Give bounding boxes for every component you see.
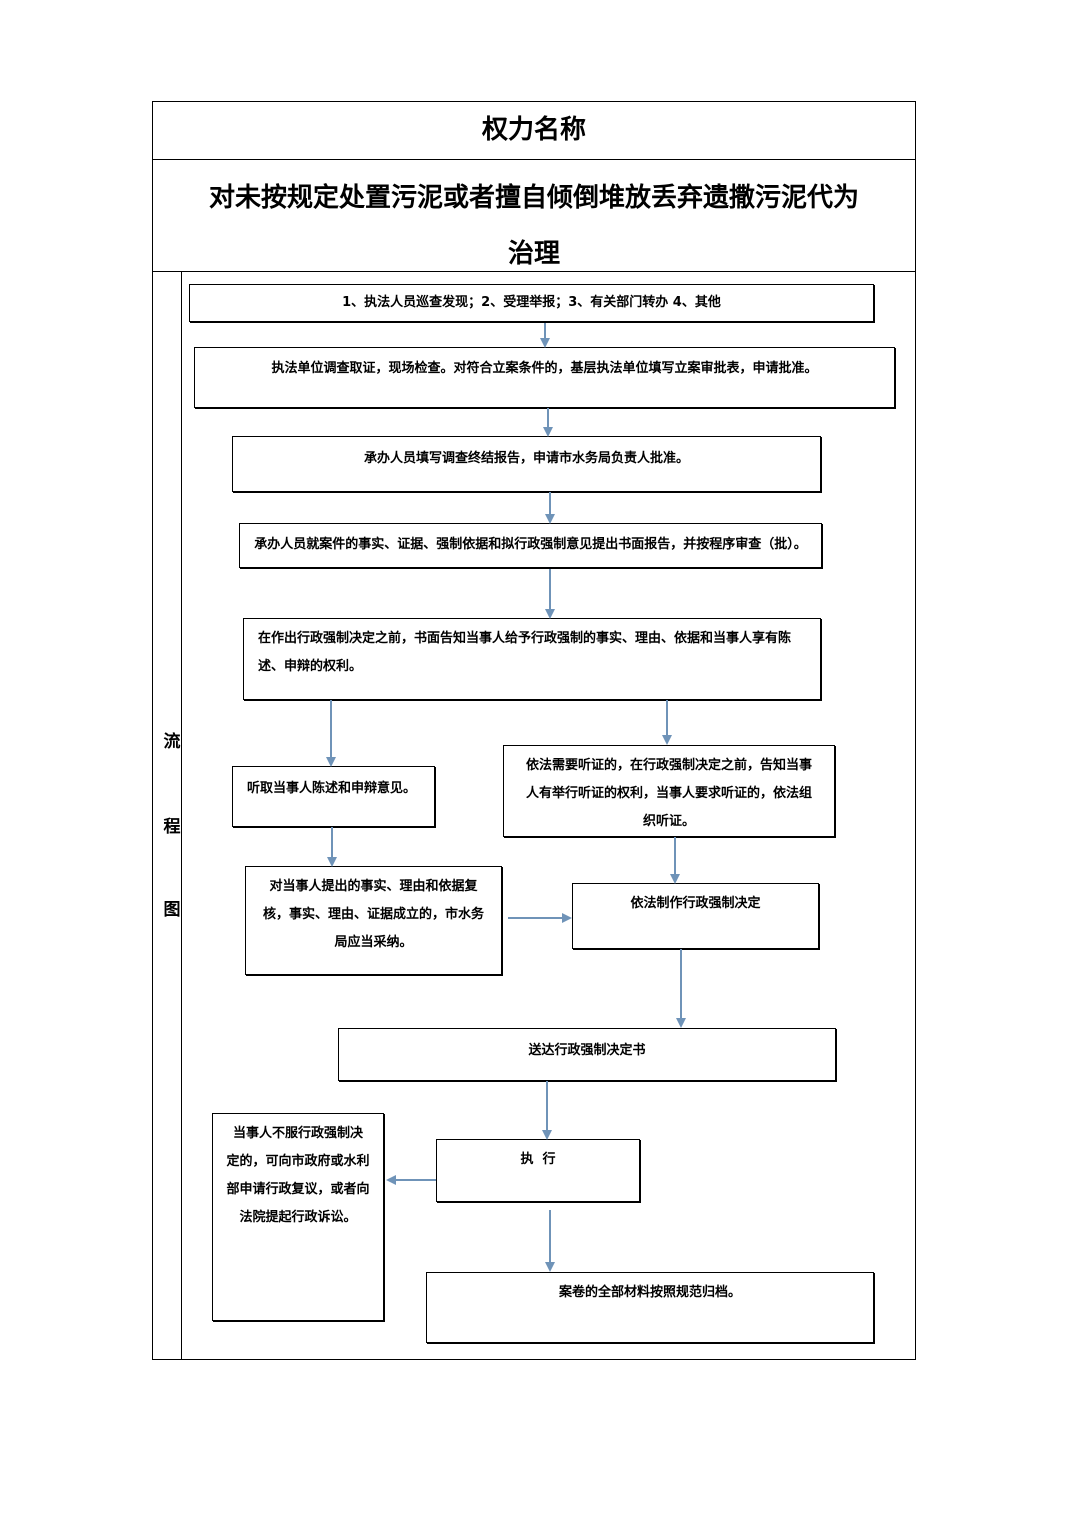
side-label-3: 图: [163, 900, 181, 920]
side-label-1: 流: [163, 732, 181, 752]
step-review-facts-line2: 核，事实、理由、证据成立的，市水务: [262, 907, 484, 922]
step-hearing-line2: 人有举行听证的权利，当事人要求听证的，依法组: [525, 786, 812, 801]
step-hearing-line1: 依法需要听证的，在行政强制决定之前，告知当事: [525, 758, 812, 773]
divider-name: [152, 271, 916, 272]
power-name-line2: 治理: [507, 239, 560, 269]
power-name-line1: 对未按规定处置污泥或者擅自倾倒堆放丢弃遗撒污泥代为: [208, 183, 859, 213]
step-written-report: 承办人员就案件的事实、证据、强制依据和拟行政强制意见提出书面报告，并按程序审查（…: [239, 523, 822, 568]
table-frame: [152, 101, 916, 1360]
step-notify-party-line2: 述、申辩的权利。: [258, 659, 363, 674]
divider-side-column: [181, 271, 182, 1360]
step-hearing: 依法需要听证的，在行政强制决定之前，告知当事 人有举行听证的权利，当事人要求听证…: [503, 745, 835, 837]
step-hear-statement: 听取当事人陈述和申辩意见。: [232, 766, 435, 827]
step-appeal-rights-line1: 当事人不服行政强制决: [232, 1126, 363, 1141]
step-sources: 1、执法人员巡查发现；2、受理举报；3、有关部门转办 4、其他: [189, 284, 874, 322]
step-archive: 案卷的全部材料按照规范归档。: [426, 1272, 874, 1343]
step-final-report: 承办人员填写调查终结报告，申请市水务局负责人批准。: [232, 436, 821, 492]
step-review-facts-line1: 对当事人提出的事实、理由和依据复: [269, 879, 478, 894]
step-appeal-rights: 当事人不服行政强制决 定的，可向市政府或水利 部申请行政复议，或者向 法院提起行…: [212, 1113, 384, 1321]
divider-header: [152, 159, 916, 160]
step-investigation: 执法单位调查取证，现场检查。对符合立案条件的，基层执法单位填写立案审批表，申请批…: [194, 347, 895, 408]
step-deliver-decision: 送达行政强制决定书: [338, 1028, 836, 1081]
step-notify-party-line1: 在作出行政强制决定之前，书面告知当事人给予行政强制的事实、理由、依据和当事人享有…: [258, 631, 792, 646]
step-appeal-rights-line4: 法院提起行政诉讼。: [239, 1210, 357, 1225]
step-appeal-rights-line3: 部申请行政复议，或者向: [226, 1182, 370, 1197]
step-make-decision: 依法制作行政强制决定: [572, 883, 819, 949]
step-review-facts-line3: 局应当采纳。: [334, 935, 413, 950]
side-label-2: 程: [163, 817, 181, 837]
header-label: 权力名称: [481, 115, 586, 145]
step-execute: 执 行: [436, 1139, 640, 1202]
step-review-facts: 对当事人提出的事实、理由和依据复 核，事实、理由、证据成立的，市水务 局应当采纳…: [245, 866, 502, 975]
step-notify-party: 在作出行政强制决定之前，书面告知当事人给予行政强制的事实、理由、依据和当事人享有…: [243, 618, 821, 700]
power-name: 对未按规定处置污泥或者擅自倾倒堆放丢弃遗撒污泥代为 治理: [152, 170, 916, 282]
step-appeal-rights-line2: 定的，可向市政府或水利: [226, 1154, 370, 1169]
step-hearing-line3: 织听证。: [642, 814, 695, 829]
